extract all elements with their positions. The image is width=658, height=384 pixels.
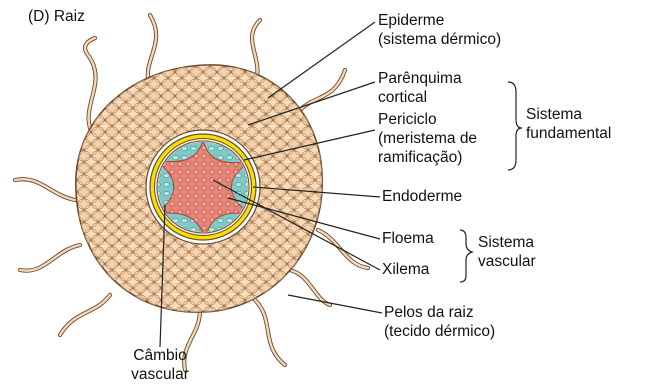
panel-label: (D) Raiz bbox=[28, 8, 85, 26]
label-epiderme: Epiderme bbox=[378, 12, 444, 30]
vascular-brace bbox=[460, 230, 472, 282]
label-periciclo: Periciclo bbox=[378, 111, 437, 129]
label-periciclo-sub1: (meristema de bbox=[378, 130, 477, 148]
label-pelos-sub: (tecido dérmico) bbox=[384, 323, 495, 341]
label-periciclo-sub2: ramificação) bbox=[378, 149, 462, 167]
label-xilema: Xilema bbox=[382, 261, 429, 279]
label-floema: Floema bbox=[382, 230, 434, 248]
label-parenquima: Parênquima bbox=[378, 70, 462, 88]
label-cambio-sub: vascular bbox=[120, 366, 200, 384]
label-pelos: Pelos da raiz bbox=[384, 304, 474, 322]
label-endoderme: Endoderme bbox=[382, 188, 462, 206]
label-parenquima-sub: cortical bbox=[378, 89, 427, 107]
root-hair bbox=[60, 295, 110, 335]
label-sistema-vascular-1: Sistema bbox=[478, 234, 534, 252]
label-sistema-vascular-2: vascular bbox=[478, 253, 536, 271]
label-sistema-fundamental-2: fundamental bbox=[526, 125, 611, 143]
root-hair bbox=[255, 300, 285, 365]
label-epiderme-sub: (sistema dérmico) bbox=[378, 31, 501, 49]
fundamental-brace bbox=[508, 82, 522, 170]
label-cambio: Câmbio bbox=[120, 347, 200, 365]
label-sistema-fundamental-1: Sistema bbox=[526, 106, 582, 124]
